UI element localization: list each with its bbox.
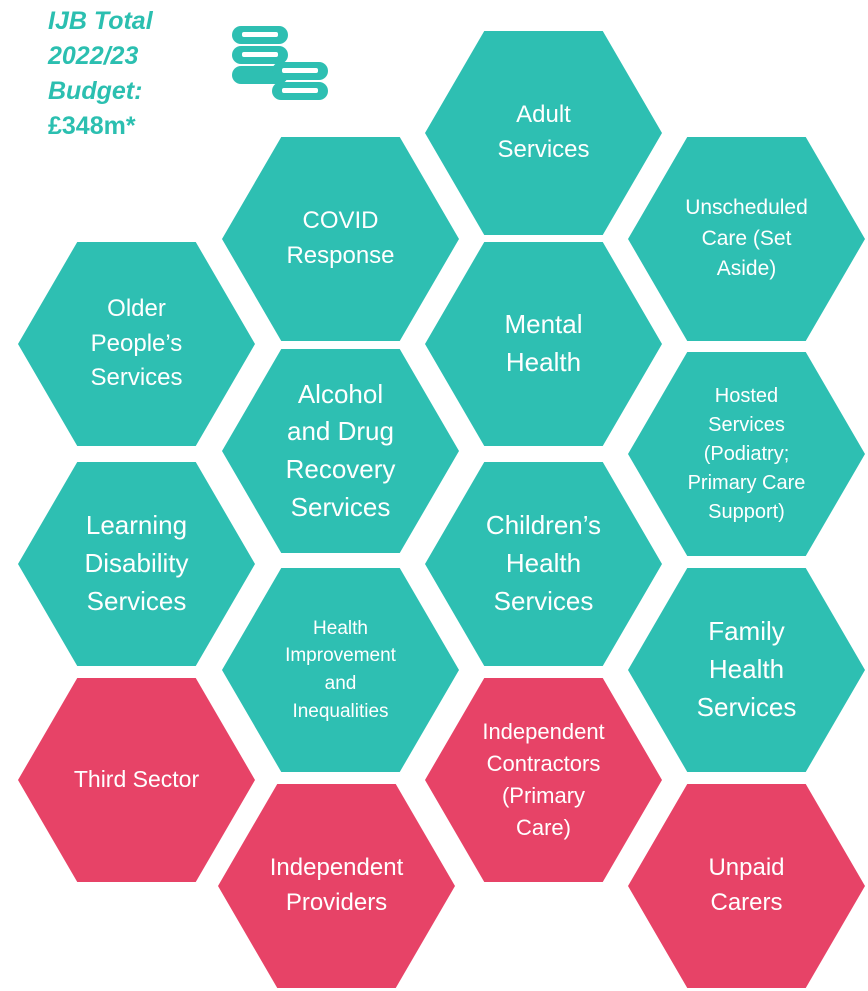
hex-label: Health Improvement and Inequalities	[285, 617, 396, 722]
hex-label: COVID Response	[286, 207, 395, 269]
hex-hosted-services: Hosted Services (Podiatry; Primary Care …	[628, 352, 865, 556]
hexagon-shape	[628, 784, 865, 988]
hex-label: Independent Providers	[269, 854, 404, 916]
hexagon-shape	[425, 462, 662, 666]
hexagon-shape	[18, 462, 255, 666]
hex-label: Third Sector	[73, 766, 200, 793]
hex-family-health: Family Health Services	[628, 568, 865, 772]
hex-label: Hosted Services (Podiatry; Primary Care …	[687, 384, 806, 523]
hexagon-shape	[222, 349, 459, 553]
hex-learning-disability: Learning Disability Services	[18, 462, 255, 666]
hex-label: Independent Contractors (Primary Care)	[482, 719, 605, 840]
hex-label: Learning Disability Services	[84, 510, 189, 616]
hex-label: Unpaid Carers	[708, 854, 785, 916]
budget-title-line2: 2022/23	[48, 42, 139, 70]
budget-title-line1: IJB Total	[48, 7, 153, 35]
hex-unpaid-carers: Unpaid Carers	[628, 784, 865, 988]
hex-label: Older People’s Services	[90, 294, 183, 392]
hexagon-shape	[425, 678, 662, 882]
hexagon-shape	[218, 784, 455, 988]
hexagon-shape	[18, 678, 255, 882]
coins-icon	[232, 26, 328, 100]
hex-childrens-health: Children’s Health Services	[425, 462, 662, 666]
hexagon-shape	[628, 352, 865, 556]
hex-alcohol-drug-recovery: Alcohol and Drug Recovery Services	[222, 349, 459, 553]
hex-independent-providers: Independent Providers	[218, 784, 455, 988]
hex-third-sector: Third Sector	[18, 678, 255, 882]
budget-title-line3: Budget:	[48, 77, 143, 105]
hex-older-peoples-services: Older People’s Services	[18, 242, 255, 446]
hex-adult-services: Adult Services	[425, 31, 662, 235]
hexagon-shape	[628, 568, 865, 772]
hex-mental-health: Mental Health	[425, 242, 662, 446]
hex-label: Adult Services	[497, 101, 590, 163]
hex-label: Mental Health	[504, 309, 583, 377]
budget-amount: £348m*	[48, 112, 136, 140]
hex-independent-contractors: Independent Contractors (Primary Care)	[425, 678, 662, 882]
hex-label: Family Health Services	[696, 616, 797, 722]
hex-label: Unscheduled Care (Set Aside)	[685, 196, 808, 281]
hex-covid-response: COVID Response	[222, 137, 459, 341]
hexagon-shape	[222, 137, 459, 341]
hexagon-shape	[222, 568, 459, 772]
hex-label: Alcohol and Drug Recovery Services	[285, 378, 396, 522]
hexagon-shape	[425, 242, 662, 446]
budget-title: IJB Total 2022/23 Budget: £348m*	[48, 4, 198, 144]
hex-unscheduled-care: Unscheduled Care (Set Aside)	[628, 137, 865, 341]
hexagon-shape	[425, 31, 662, 235]
hex-label: Children’s Health Services	[485, 510, 602, 616]
hexagon-shape	[628, 137, 865, 341]
hex-health-improvement: Health Improvement and Inequalities	[222, 568, 459, 772]
hexagon-shape	[18, 242, 255, 446]
